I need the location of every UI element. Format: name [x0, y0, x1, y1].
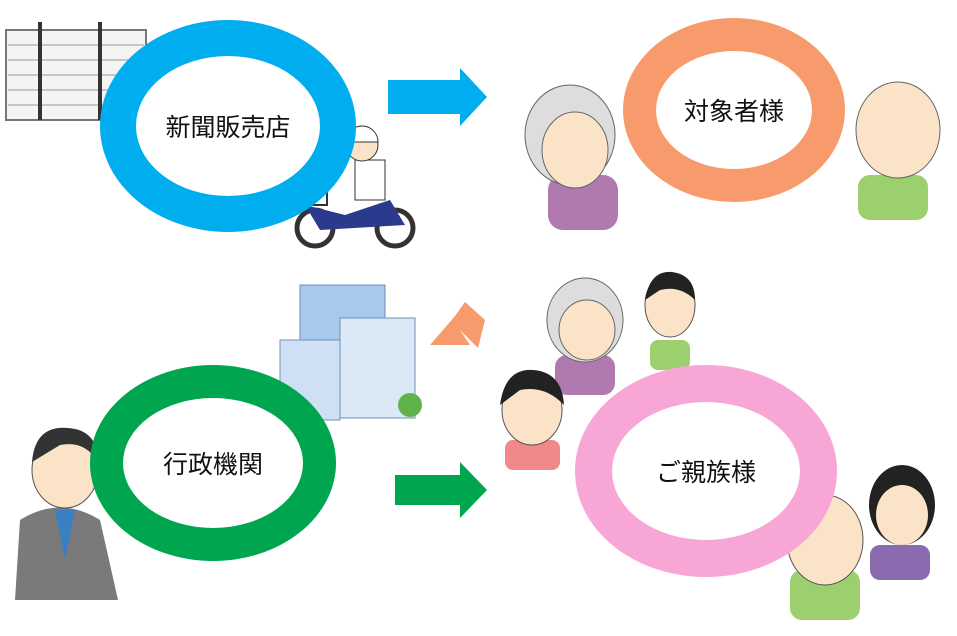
- node-newspaper-shop: 新聞販売店: [100, 20, 356, 232]
- elderly-man-icon: [855, 81, 941, 220]
- businessman-on-phone-icon: [15, 427, 118, 600]
- node-government: 行政機関: [90, 365, 336, 561]
- node-label: ご親族様: [655, 458, 756, 487]
- elderly-woman-icon: [524, 84, 618, 230]
- node-target-person: 対象者様: [623, 18, 845, 202]
- delivery-scooter-icon: [291, 125, 416, 249]
- node-family: ご親族様: [575, 365, 837, 577]
- arrow-government-to-family: [395, 462, 487, 518]
- node-label: 新聞販売店: [165, 113, 291, 142]
- arrow-shop-to-target: [388, 68, 487, 126]
- arrow-target-to-government: [430, 302, 485, 348]
- family-group-icon: [500, 271, 935, 620]
- node-label: 対象者様: [683, 97, 784, 126]
- node-label: 行政機関: [162, 450, 263, 479]
